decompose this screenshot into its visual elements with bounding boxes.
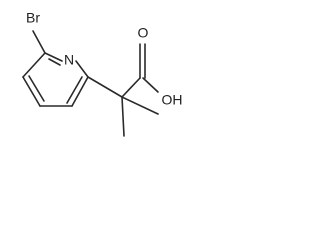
bond-c2-cq [87, 76, 123, 98]
bond-c2-c3 [71, 76, 89, 107]
bond-cq-methyl-b [121, 96, 159, 115]
atom-br-label: Br [26, 10, 40, 26]
atom-n-label: N [64, 52, 74, 68]
bond-c6-n [44, 52, 63, 62]
bond-c5-c6 [22, 52, 46, 78]
bond-c4-c5-double [28, 75, 45, 102]
bond-c-oh [142, 77, 159, 93]
molecule-drawing: Br N O OH [22, 10, 183, 137]
bond-n-c2 [75, 60, 89, 78]
structure-canvas: Br N O OH [0, 0, 195, 167]
bond-c6-n-double [48, 58, 61, 66]
bond-c4-c5 [22, 76, 41, 107]
bond-br-c6 [32, 30, 46, 54]
bond-cq-methyl-a [121, 96, 125, 137]
atom-oh-label: OH [162, 92, 183, 108]
bond-c2-c3-double [66, 76, 83, 104]
atom-o-label: O [138, 25, 149, 41]
bond-cq-ccooh [121, 77, 141, 98]
